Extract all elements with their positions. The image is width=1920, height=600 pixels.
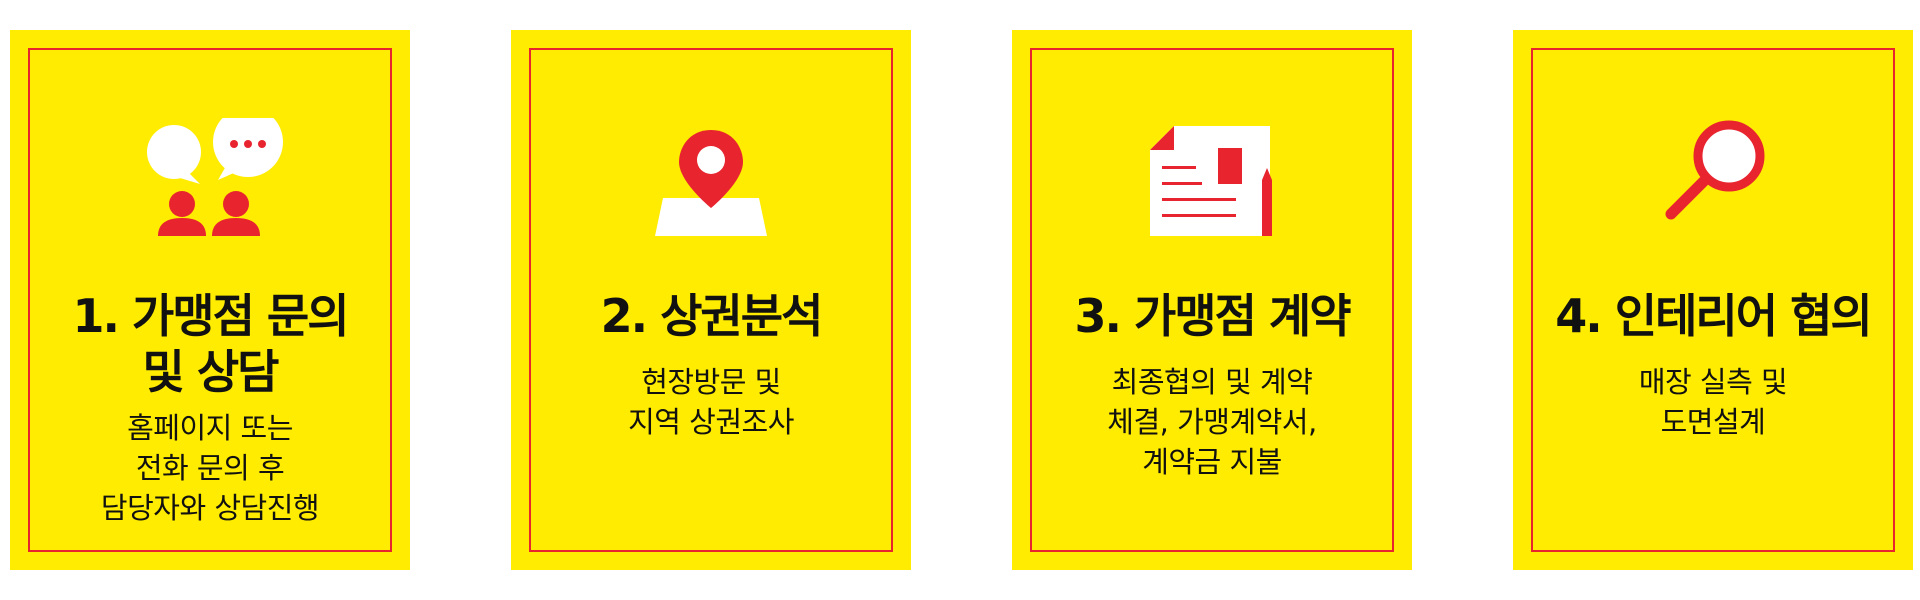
- step-description: 현장방문 및 지역 상권조사: [628, 365, 794, 439]
- step-description: 홈페이지 또는 전화 문의 후 담당자와 상담진행: [100, 411, 320, 525]
- step-card-1: 1. 가맹점 문의 및 상담 홈페이지 또는 전화 문의 후 담당자와 상담진행: [10, 30, 410, 570]
- step-card-border: 3. 가맹점 계약 최종협의 및 계약 체결, 가맹계약서, 계약금 지불: [1030, 48, 1394, 552]
- step-card-4: 4. 인테리어 협의 매장 실측 및 도면설계: [1513, 30, 1913, 570]
- step-description: 매장 실측 및 도면설계: [1638, 365, 1788, 439]
- consultation-chat-icon: [130, 118, 290, 258]
- step-title: 3. 가맹점 계약: [1074, 289, 1351, 343]
- step-title: 1. 가맹점 문의 및 상담: [72, 289, 349, 399]
- step-card-border: 1. 가맹점 문의 및 상담 홈페이지 또는 전화 문의 후 담당자와 상담진행: [28, 48, 392, 552]
- contract-document-icon: [1132, 118, 1292, 258]
- step-description: 최종협의 및 계약 체결, 가맹계약서, 계약금 지불: [1107, 365, 1317, 479]
- step-title: 2. 상권분석: [600, 289, 824, 343]
- step-title: 4. 인테리어 협의: [1555, 289, 1872, 343]
- map-pin-icon: [631, 118, 791, 258]
- step-card-border: 2. 상권분석 현장방문 및 지역 상권조사: [529, 48, 893, 552]
- step-card-border: 4. 인테리어 협의 매장 실측 및 도면설계: [1531, 48, 1895, 552]
- step-card-2: 2. 상권분석 현장방문 및 지역 상권조사: [511, 30, 911, 570]
- step-card-3: 3. 가맹점 계약 최종협의 및 계약 체결, 가맹계약서, 계약금 지불: [1012, 30, 1412, 570]
- magnifier-icon: [1633, 118, 1793, 258]
